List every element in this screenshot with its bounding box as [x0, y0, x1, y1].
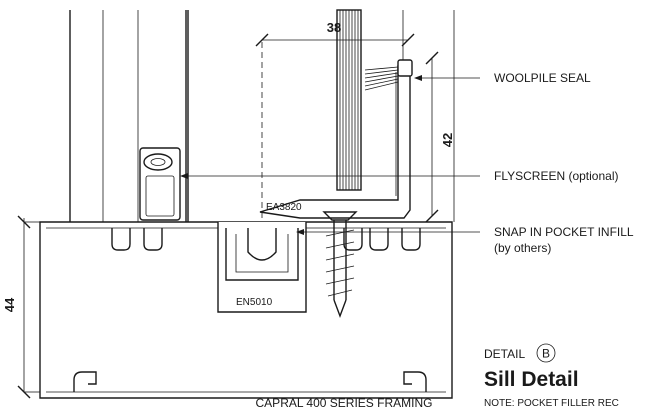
- detail-note: NOTE: POCKET FILLER REC: [484, 398, 619, 409]
- detail-title: Sill Detail: [484, 368, 579, 391]
- detail-prefix: DETAIL: [484, 347, 525, 361]
- left-frame-lines: [69, 10, 189, 222]
- woolpile-bristles: [364, 66, 399, 91]
- dimension-width-label: 38: [327, 20, 341, 35]
- sash-angle-profile: [259, 59, 413, 219]
- dimension-height-right: 42: [425, 51, 455, 223]
- ea-part-tag: EA3820: [266, 202, 302, 213]
- screw: [322, 211, 358, 318]
- woolpile-seal-label: WOOLPILE SEAL: [494, 71, 591, 85]
- leader-lines: [180, 75, 480, 235]
- snap-infill-label: SNAP IN POCKET INFILL: [494, 225, 634, 239]
- dimension-width: 38: [255, 20, 415, 47]
- en-part-tag: EN5010: [236, 297, 273, 308]
- detail-ref: B: [542, 347, 550, 361]
- right-frame-lines: [402, 10, 455, 222]
- dimension-height-left: 44: [2, 215, 40, 399]
- dimension-height-right-label: 42: [440, 133, 455, 147]
- pocket-profile: [217, 222, 307, 313]
- flyscreen-label: FLYSCREEN (optional): [494, 169, 619, 183]
- snap-infill-sub-label: (by others): [494, 241, 551, 255]
- detail-block: DETAIL B Sill Detail NOTE: POCKET FILLER…: [484, 343, 619, 409]
- glass-panel: [336, 9, 362, 191]
- detail-ref-circle: [536, 343, 556, 363]
- dimension-height-left-label: 44: [2, 297, 17, 312]
- flyscreen-profile: [139, 147, 181, 221]
- framing-label: CAPRAL 400 SERIES FRAMING: [256, 396, 433, 410]
